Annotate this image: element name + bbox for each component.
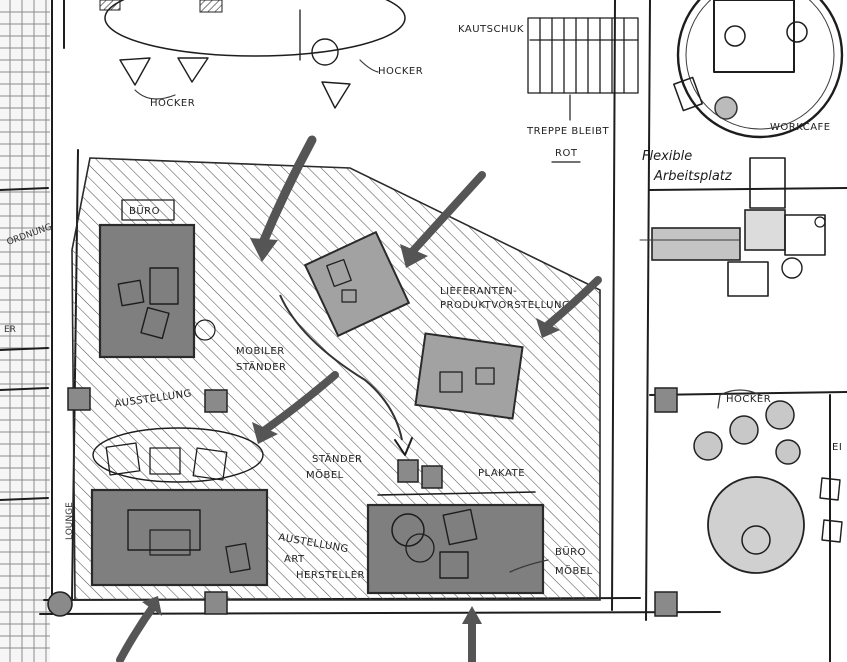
label-kautschuk: KAUTSCHUK [458,24,524,35]
hocker-cluster [693,389,805,574]
label-staender-line1: STÄNDER [312,452,362,465]
label-plakate: PLAKATE [478,468,525,479]
label-lounge: LOUNGE [65,502,75,540]
label-hocker-top-mid: HOCKER [378,66,423,77]
label-staender-line2: MÖBEL [306,468,344,481]
workcafe-round [673,0,844,139]
label-buero-moebel-line2: MÖBEL [555,564,593,577]
label-buero: BÜRO [129,204,160,217]
label-buero-moebel-line1: BÜRO [555,545,586,558]
lounge-seating [92,427,264,483]
column-markers [47,387,678,617]
rotated-display-zone [303,230,411,338]
label-hocker-right: HOCKER [726,394,771,405]
label-treppe-line1: TREPPE BLEIBT [526,126,609,137]
label-flexible-line2: Arbeitsplatz [653,169,733,184]
label-mobiler-line1: MOBILER [236,346,285,357]
buero-zone [98,199,216,359]
top-round-seating [99,0,406,109]
flow-arrows [116,135,602,662]
ausstellung-zone [90,488,269,587]
label-hocker-top-left: HOCKER [150,98,195,109]
label-mobiler-line2: STÄNDER [236,360,286,373]
label-left-edge-2: ER [4,325,16,335]
label-ausstellung-line3: HERSTELLER [296,570,365,581]
buero-moebel-zone [366,491,545,595]
label-ausstellung-line2: ART [284,554,305,565]
grid-paper-margin [0,0,50,662]
flexible-workstation [639,157,826,297]
label-flexible-line1: Flexible [642,149,692,164]
right-edge-chairs [819,477,843,543]
label-right-edge: EI [832,442,842,453]
label-workcafe: WORKCAFE [770,122,831,133]
label-treppe-line2: ROT [555,148,578,159]
label-lieferanten-line1: LIEFERANTEN- [440,286,517,297]
lieferanten-zone [414,332,524,420]
label-lieferanten-line2: PRODUKTVORSTELLUNG [440,300,570,311]
staircase [527,17,639,121]
